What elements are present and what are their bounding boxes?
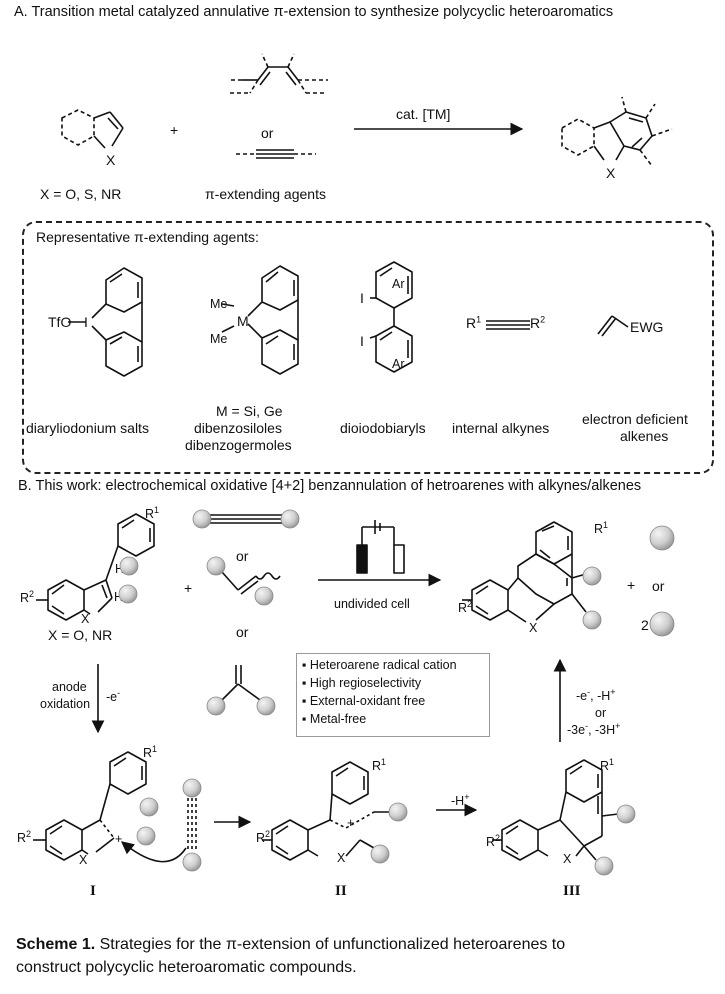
section-a-title: A. Transition metal catalyzed annulative… <box>14 4 614 20</box>
intermediate-II-structure <box>262 761 392 861</box>
ii-x: X <box>337 851 346 865</box>
iii-r2: R2 <box>486 832 501 849</box>
gem-alkene-reagent <box>221 665 261 701</box>
minus-e-label: -e- <box>106 687 121 704</box>
intermediate-I-label: I <box>90 883 96 899</box>
anode-electrode <box>356 544 368 574</box>
iodine-bottom: I <box>360 333 364 349</box>
diaryliodonium-structure <box>68 267 143 377</box>
label-diaryliodonium: diaryliodonium salts <box>26 420 149 436</box>
agents-box <box>22 221 714 474</box>
section-b-title: B. This work: electrochemical oxidative … <box>18 478 642 494</box>
catalyst-label: cat. [TM] <box>396 106 451 122</box>
agents-heading: Representative π-extending agents: <box>36 229 259 245</box>
feature-4: ▪ Metal-free <box>302 712 367 726</box>
tfo-label: TfO <box>48 314 72 330</box>
label-internal-alkynes: internal alkynes <box>452 420 550 436</box>
me-label-top: Me <box>210 297 228 311</box>
or-b-2: or <box>236 624 249 640</box>
dioiodobiaryl-structure <box>369 261 413 373</box>
pr-r2: R2 <box>458 598 473 615</box>
minus-h-label: -H+ <box>451 791 470 808</box>
plus-b: + <box>184 580 193 596</box>
alkyne-approach <box>187 798 197 850</box>
sm-r2: R2 <box>20 588 35 605</box>
undivided-cell-label: undivided cell <box>334 597 410 611</box>
features-box <box>296 653 490 737</box>
i-x: X <box>79 853 88 867</box>
or-label: or <box>261 125 274 141</box>
figure-caption-line1: Scheme 1. Strategies for the π-extension… <box>16 936 566 953</box>
ii-r1: R1 <box>372 756 387 773</box>
figure-caption-line2: construct polycyclic heteroaromatic comp… <box>16 959 357 976</box>
electrolysis-cell-icon <box>361 520 405 574</box>
step3-or: or <box>595 706 607 720</box>
label-alkenes: alkenes <box>620 428 669 444</box>
alkene-reagent <box>221 571 281 595</box>
pr-x: X <box>529 621 538 635</box>
label-electron-deficient: electron deficient <box>582 411 688 427</box>
m-definition: M = Si, Ge <box>216 403 283 419</box>
two-h2: 2 <box>641 617 649 633</box>
i-plus: + <box>115 832 123 846</box>
feature-2: ▪ High regioselectivity <box>302 676 422 690</box>
ii-r2: R2 <box>256 828 271 845</box>
x-def-b: X = O, NR <box>48 627 113 643</box>
sm-h-c2: H <box>114 590 124 604</box>
heteroarene-structure <box>61 109 124 149</box>
iii-r1: R1 <box>600 756 615 773</box>
me-label-bottom: Me <box>210 332 228 346</box>
label-dioiodobiaryls: dioiodobiaryls <box>340 420 426 436</box>
intermediate-III-label: III <box>563 883 581 899</box>
intermediate-III-structure <box>492 759 619 861</box>
feature-1: ▪ Heteroarene radical cation <box>302 658 457 672</box>
intermediate-II-label: II <box>335 883 347 899</box>
iii-x: X <box>563 852 572 866</box>
x-definition: X = O, S, NR <box>40 186 122 202</box>
iodine-top: I <box>360 290 364 306</box>
alkyne-r2: R2 <box>530 314 546 331</box>
ar-top: Ar <box>392 277 405 291</box>
internal-alkyne-structure <box>486 320 530 330</box>
feature-3: ▪ External-oxidant free <box>302 694 426 708</box>
product-structure-a <box>561 96 673 167</box>
step3-line2: -3e-, -3H+ <box>567 720 621 737</box>
anode-label-1: anode <box>52 680 87 694</box>
product-x-atom: X <box>606 165 616 181</box>
heteroarene-x-atom: X <box>106 152 116 168</box>
sm-x: X <box>81 612 90 626</box>
diene-fragment <box>228 53 328 94</box>
i-r1: R1 <box>143 743 158 760</box>
ewg-alkene-structure <box>597 315 629 337</box>
label-dibenzogermoles: dibenzogermoles <box>185 437 292 453</box>
or-b-1: or <box>236 548 249 564</box>
sm-r1: R1 <box>145 504 160 521</box>
ewg-label: EWG <box>630 319 664 335</box>
plus-h2: + <box>627 577 636 593</box>
dibenzosilole-structure <box>221 265 299 375</box>
plus-sign: + <box>170 122 179 138</box>
alkyne-reagent <box>210 514 282 524</box>
intermediate-I-structure <box>33 751 187 863</box>
step3-line1: -e-, -H+ <box>576 686 616 703</box>
alkyne-r1: R1 <box>466 314 482 331</box>
substituent-spheres <box>118 509 675 876</box>
product-structure-b <box>462 521 587 623</box>
sm-h-aryl: H <box>115 562 125 576</box>
or-h2: or <box>652 578 665 594</box>
pi-extending-agents-label: π-extending agents <box>205 186 326 202</box>
i-r2: R2 <box>17 828 32 845</box>
anode-label-2: oxidation <box>40 697 91 711</box>
ii-plus: + <box>347 816 355 830</box>
substrate-structure <box>36 513 155 621</box>
alkyne-fragment <box>236 149 316 159</box>
metal-m-label: M <box>237 313 249 329</box>
pr-r1: R1 <box>594 519 609 536</box>
label-dibenzosiloles: dibenzosiloles <box>194 420 282 436</box>
